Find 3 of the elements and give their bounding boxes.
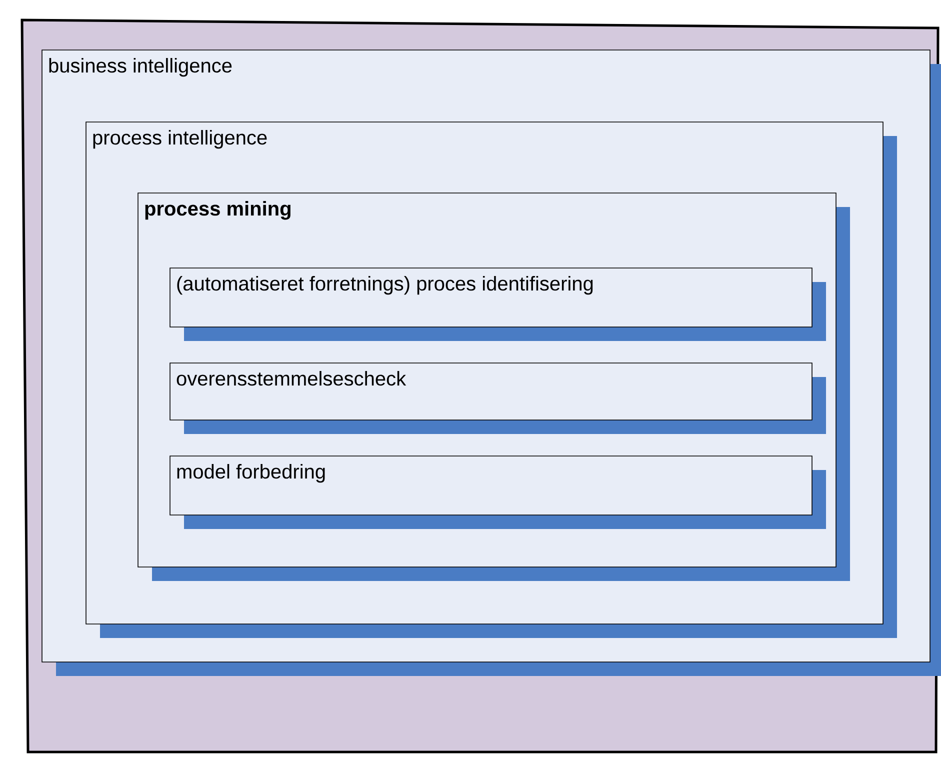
- process-box: (automatiseret forretnings) proces identifisering: [170, 268, 826, 341]
- process-box: overensstemmelsescheck: [170, 362, 826, 434]
- process-box: model forbedring: [170, 456, 826, 529]
